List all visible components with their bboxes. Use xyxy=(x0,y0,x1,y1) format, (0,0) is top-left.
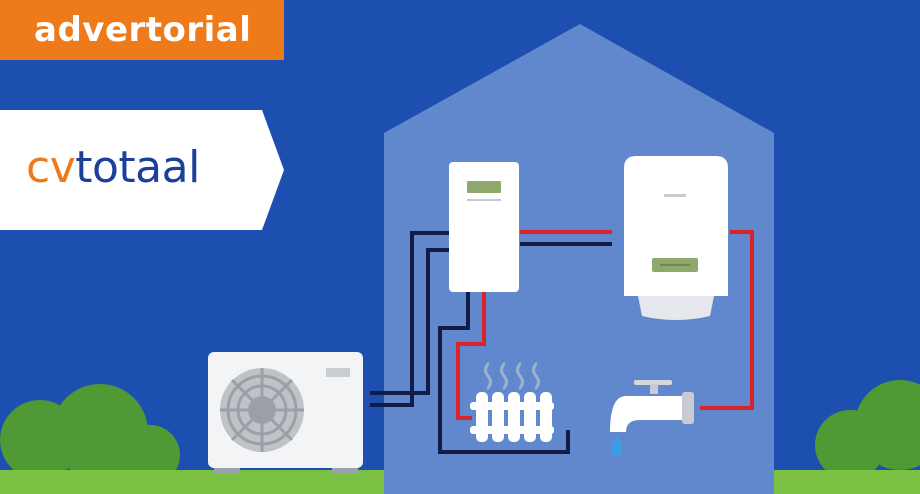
control-unit-icon xyxy=(449,162,519,292)
pipes-radiator xyxy=(438,292,570,454)
house-shape xyxy=(384,24,774,494)
water-drop-icon xyxy=(611,436,623,457)
water-tap-icon xyxy=(610,380,694,432)
fan-icon xyxy=(220,368,304,452)
logo-banner-shape xyxy=(0,110,284,230)
cvtotaal-logo[interactable]: cvtotaal xyxy=(26,138,200,198)
pipes-boiler-link xyxy=(520,230,612,246)
advertorial-badge: advertorial xyxy=(0,0,284,60)
logo-part-cv: cv xyxy=(26,142,76,193)
bush-left-icon xyxy=(0,384,180,485)
heat-pump-icon xyxy=(208,352,363,474)
advertorial-label: advertorial xyxy=(34,10,252,50)
boiler-icon xyxy=(624,156,728,320)
pipe-boiler-tap xyxy=(700,230,754,410)
bush-right-icon xyxy=(815,380,920,480)
pipes-heat-pump xyxy=(370,231,450,407)
radiator-icon xyxy=(470,392,554,442)
steam-icon xyxy=(484,362,540,390)
logo-part-totaal: totaal xyxy=(75,142,200,193)
